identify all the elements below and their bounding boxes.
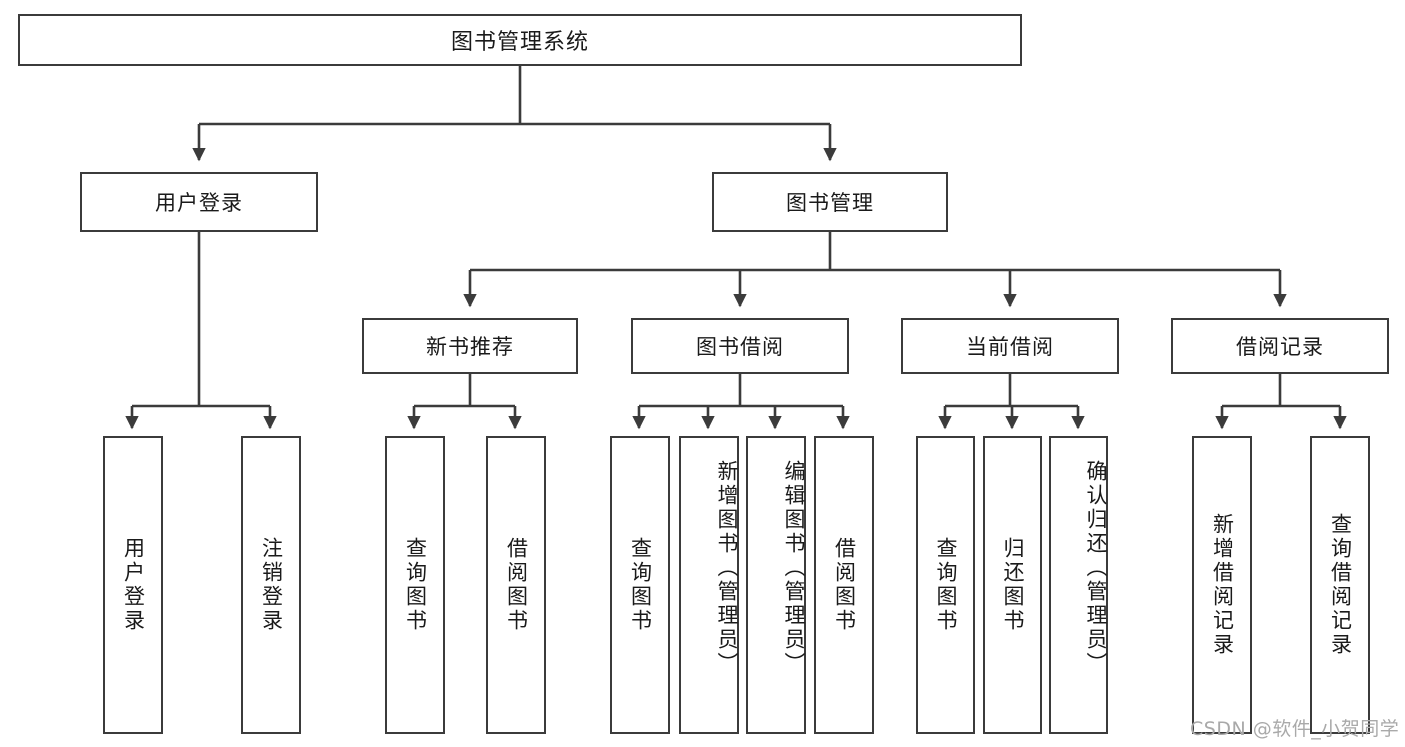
leaf-return-book[interactable]: 归还图书 [983, 436, 1042, 734]
leaf-borrow-book-2[interactable]: 借阅图书 [814, 436, 874, 734]
leaf-query-book-3[interactable]: 查询图书 [916, 436, 975, 734]
leaf-query-book-2[interactable]: 查询图书 [610, 436, 670, 734]
node-borrow-record[interactable]: 借阅记录 [1171, 318, 1389, 374]
node-user-login[interactable]: 用户登录 [80, 172, 318, 232]
leaf-add-record[interactable]: 新增借阅记录 [1192, 436, 1252, 734]
node-current-borrow[interactable]: 当前借阅 [901, 318, 1119, 374]
leaf-add-book[interactable]: 新增图书（管理员） [679, 436, 739, 734]
node-book-manage[interactable]: 图书管理 [712, 172, 948, 232]
leaf-query-book-1[interactable]: 查询图书 [385, 436, 445, 734]
leaf-confirm-return[interactable]: 确认归还（管理员） [1049, 436, 1108, 734]
watermark: CSDN @软件_小贺同学 [1190, 718, 1400, 740]
leaf-user-login[interactable]: 用户登录 [103, 436, 163, 734]
leaf-query-record[interactable]: 查询借阅记录 [1310, 436, 1370, 734]
leaf-edit-book[interactable]: 编辑图书（管理员） [746, 436, 806, 734]
leaf-user-logout[interactable]: 注销登录 [241, 436, 301, 734]
leaf-borrow-book-1[interactable]: 借阅图书 [486, 436, 546, 734]
node-root[interactable]: 图书管理系统 [18, 14, 1022, 66]
node-new-book-recommend[interactable]: 新书推荐 [362, 318, 578, 374]
node-book-borrow[interactable]: 图书借阅 [631, 318, 849, 374]
